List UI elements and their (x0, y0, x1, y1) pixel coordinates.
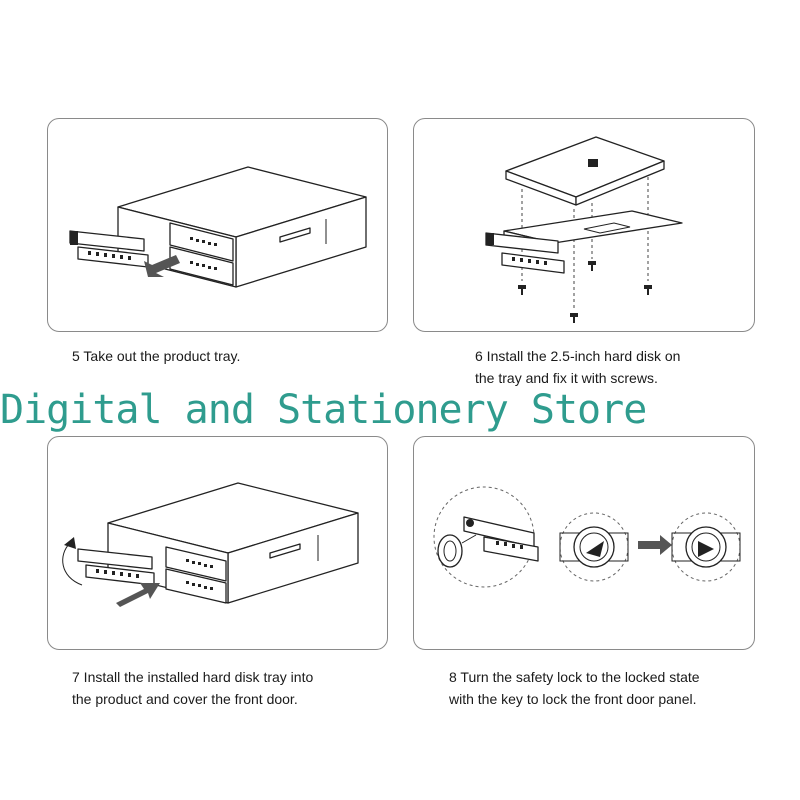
step-6-illustration-panel (413, 118, 755, 332)
step-6-caption: 6 Install the 2.5-inch hard disk on the … (475, 345, 680, 389)
store-watermark: Digital and Stationery Store (0, 384, 800, 436)
push-arrow-icon (116, 583, 160, 607)
enclosure-tray-insert-illustration (48, 437, 388, 650)
enclosure-tray-out-illustration (48, 119, 388, 332)
step-7-caption: 7 Install the installed hard disk tray i… (72, 666, 313, 710)
step-7-illustration-panel (47, 436, 388, 650)
safety-lock-illustration (414, 437, 755, 650)
caption-line: 6 Install the 2.5-inch hard disk on (475, 345, 680, 367)
step-8-caption: 8 Turn the safety lock to the locked sta… (449, 666, 700, 710)
caption-line: with the key to lock the front door pane… (449, 688, 700, 710)
arrow-right-icon (638, 535, 672, 555)
step-5-caption: 5 Take out the product tray. (72, 345, 240, 367)
caption-line: 7 Install the installed hard disk tray i… (72, 666, 313, 688)
hard-disk-on-tray-illustration (414, 119, 755, 332)
caption-line: 5 Take out the product tray. (72, 345, 240, 367)
step-8-illustration-panel (413, 436, 755, 650)
caption-line: the product and cover the front door. (72, 688, 313, 710)
caption-line: 8 Turn the safety lock to the locked sta… (449, 666, 700, 688)
step-5-illustration-panel (47, 118, 388, 332)
